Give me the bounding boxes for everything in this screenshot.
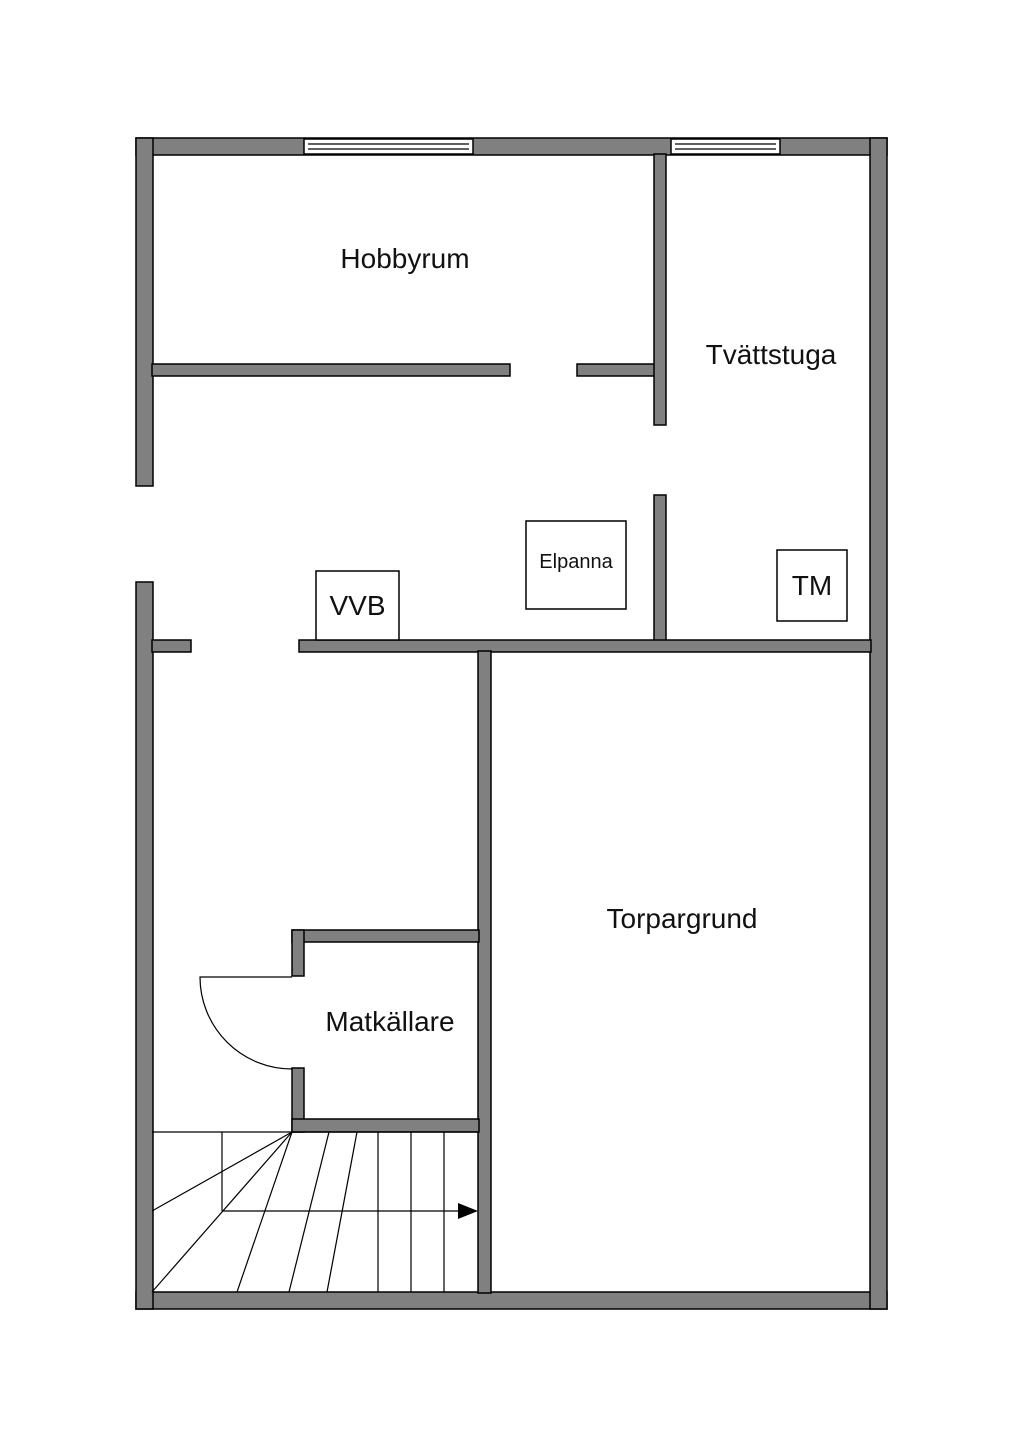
outer-wall-left-lower [135, 581, 154, 1310]
interior-walls [151, 153, 872, 1294]
fixture-tm: TM [776, 549, 848, 622]
room-label-hobbyrum: Hobbyrum [340, 243, 469, 274]
fixture-elpanna: Elpanna [525, 520, 627, 610]
window-left [303, 138, 474, 155]
wall-hobbyrum-left [151, 363, 511, 377]
room-label-tvattstuga: Tvättstuga [706, 339, 837, 370]
wall-matkallare-top [291, 929, 480, 943]
fixture-vvb: VVB [315, 570, 400, 641]
wall-torpargrund-left [477, 650, 492, 1294]
staircase [151, 1131, 478, 1293]
door-swing-matkallare [199, 976, 293, 1070]
outer-wall-left-upper [135, 137, 154, 487]
room-label-torpargrund: Torpargrund [607, 903, 758, 934]
wall-tvattstuga-lower [653, 494, 667, 642]
room-label-matkallare: Matkällare [325, 1006, 454, 1037]
wall-hobbyrum-right [576, 363, 656, 377]
outer-wall-right [869, 137, 888, 1310]
stair-arrow-icon [458, 1203, 478, 1219]
wall-matkallare-bottom [291, 1118, 480, 1133]
fixture-label-vvb: VVB [329, 590, 385, 621]
wall-middle-left-stub [151, 639, 192, 653]
wall-middle-right [298, 639, 872, 653]
fixture-label-tm: TM [792, 570, 832, 601]
wall-tvattstuga-upper [653, 153, 667, 426]
outer-wall-bottom [135, 1291, 888, 1310]
fixture-label-elpanna: Elpanna [539, 551, 613, 573]
wall-matkallare-left-upper [291, 929, 305, 977]
window-right [670, 138, 781, 155]
